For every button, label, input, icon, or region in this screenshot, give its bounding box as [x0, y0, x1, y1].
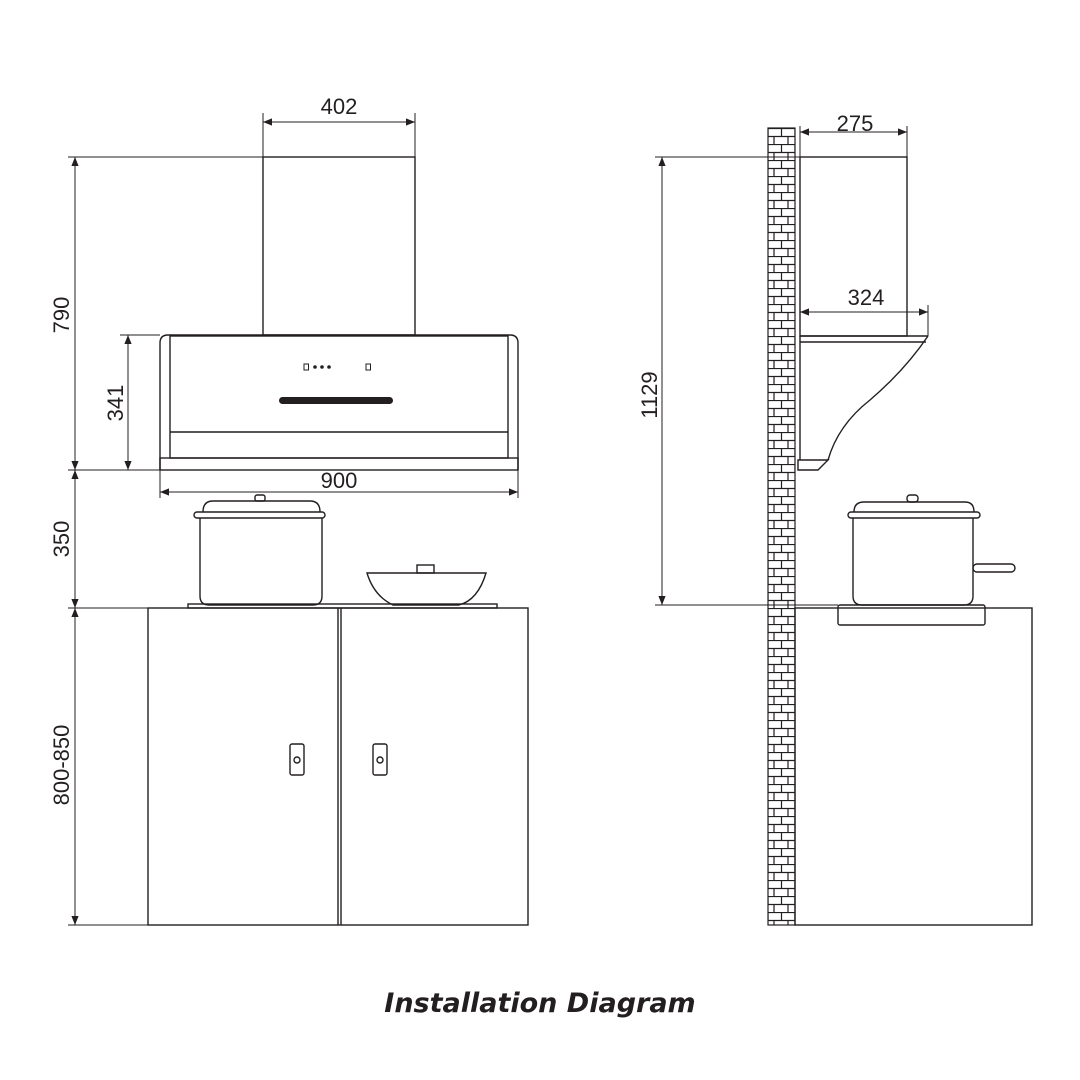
wok-icon [366, 564, 487, 606]
dim-counter-height: 800-850 [49, 725, 74, 806]
dim-chimney-depth: 275 [837, 111, 874, 136]
cooktop-side [837, 604, 986, 626]
dim-clearance: 350 [49, 521, 74, 558]
cabinet-handle-icon [289, 743, 305, 776]
dimension-lines-front [68, 113, 519, 926]
pot-icon [193, 494, 326, 606]
cabinet-front [147, 607, 529, 926]
cabinet-handle-icon [372, 743, 388, 776]
chimney-front [262, 156, 416, 336]
pot-side-icon [847, 494, 1016, 606]
brick-wall [767, 127, 796, 926]
dim-hood-width: 900 [321, 468, 358, 493]
dim-chimney-width: 402 [321, 94, 358, 119]
side-view: 275 324 1129 [637, 111, 1033, 926]
dim-total-height-front: 790 [49, 297, 74, 334]
diagram-caption: Installation Diagram [384, 988, 695, 1019]
display-bar [279, 397, 393, 404]
hood-front [159, 334, 519, 471]
cabinet-side [794, 607, 1033, 926]
hood-side [797, 335, 929, 471]
dimension-lines-side [655, 126, 929, 606]
power-button-icon [303, 363, 309, 371]
dim-hood-depth: 324 [848, 285, 885, 310]
front-view: 402 790 341 900 350 800-850 [49, 94, 529, 926]
light-button-icon [365, 363, 371, 371]
dim-total-height-side: 1129 [637, 371, 662, 418]
dim-hood-height: 341 [103, 385, 128, 422]
